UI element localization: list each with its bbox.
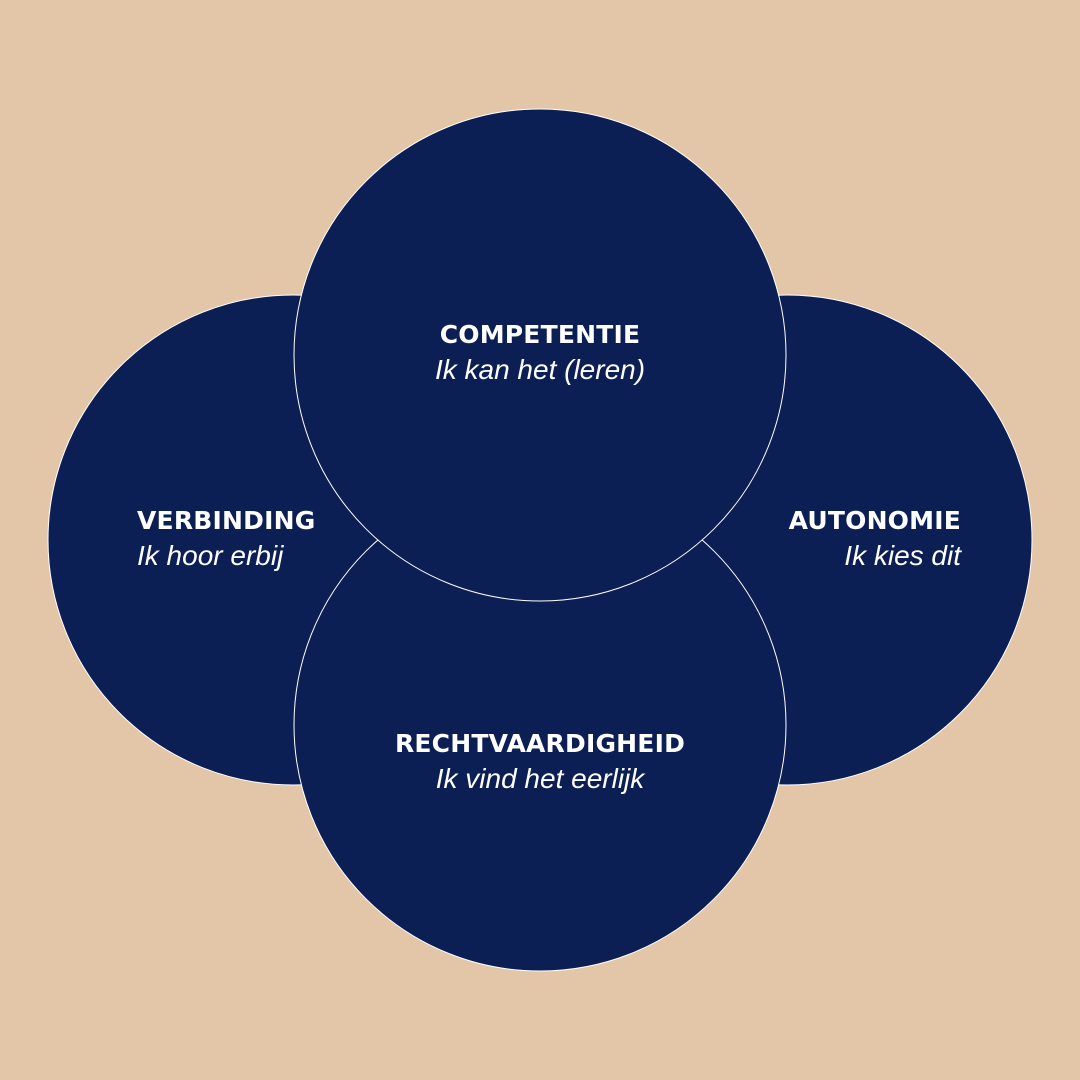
autonomie-title: AUTONOMIE: [788, 506, 961, 535]
verbinding-subtitle: Ik hoor erbij: [137, 540, 284, 571]
label-rechtvaardigheid: RECHTVAARDIGHEID Ik vind het eerlijk: [290, 731, 790, 793]
competentie-subtitle: Ik kan het (leren): [434, 354, 646, 385]
label-competentie: COMPETENTIE Ik kan het (leren): [290, 322, 790, 384]
competentie-title: COMPETENTIE: [439, 320, 641, 349]
label-autonomie: AUTONOMIE Ik kies dit: [700, 508, 961, 570]
verbinding-title: VERBINDING: [137, 506, 316, 535]
circle-competentie: [293, 108, 787, 602]
rechtvaardigheid-title: RECHTVAARDIGHEID: [394, 729, 686, 758]
rechtvaardigheid-subtitle: Ik vind het eerlijk: [435, 763, 645, 794]
autonomie-subtitle: Ik kies dit: [844, 540, 961, 571]
label-verbinding: VERBINDING Ik hoor erbij: [137, 508, 397, 570]
